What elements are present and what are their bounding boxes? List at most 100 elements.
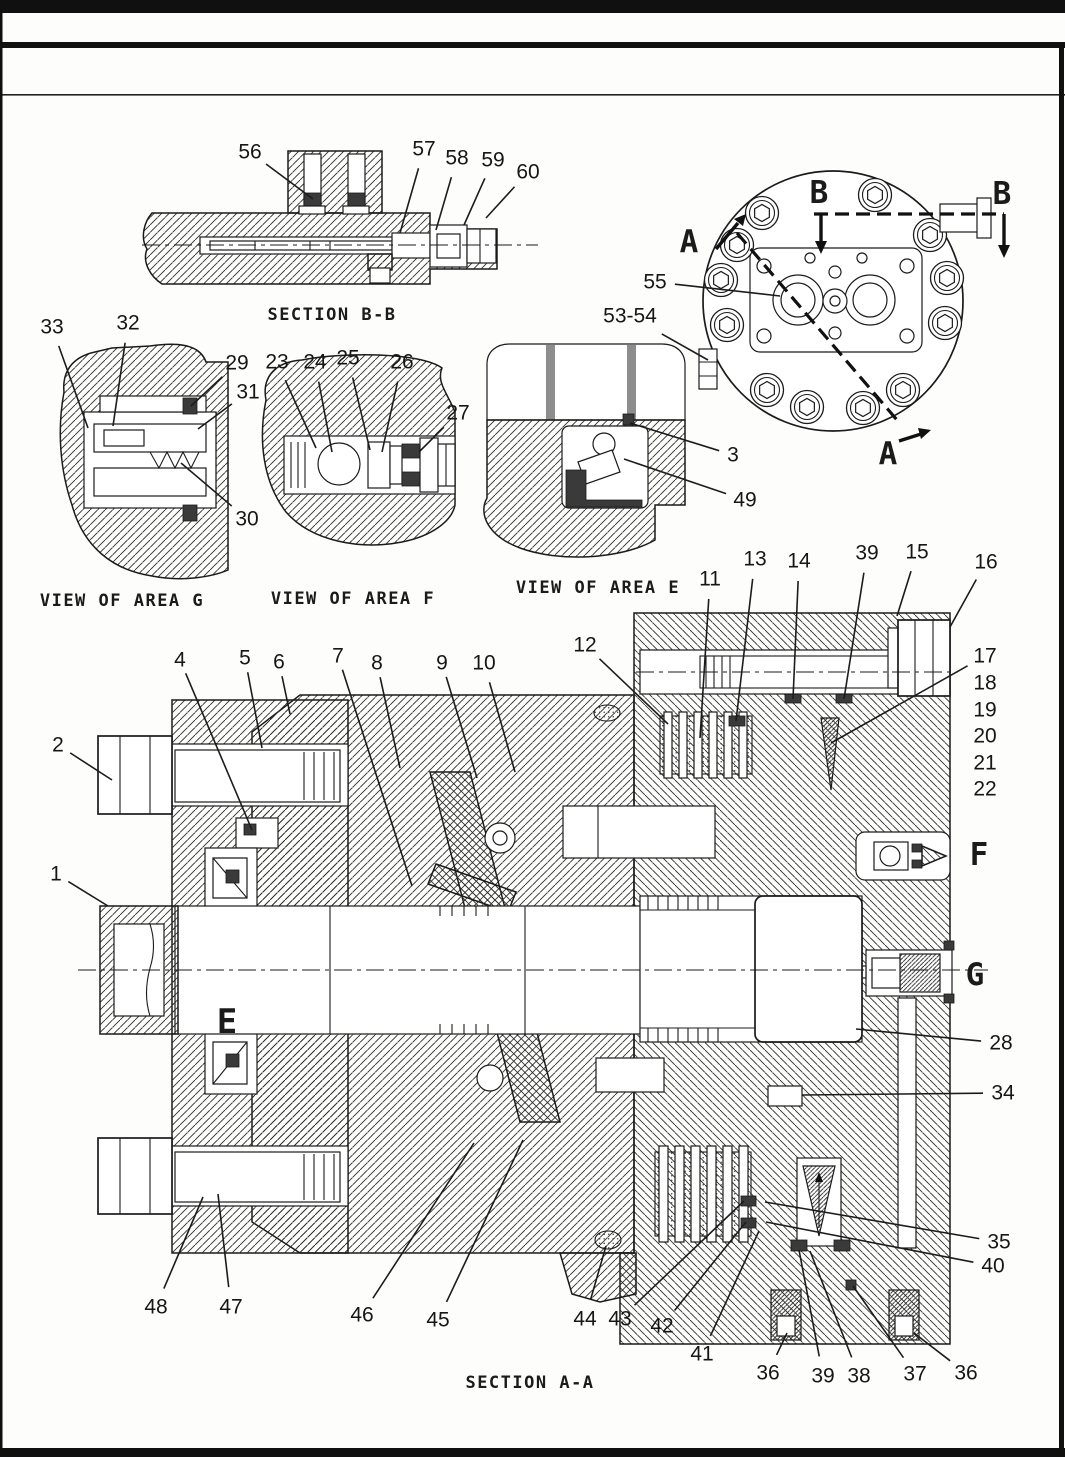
callout-53-54: 53-54 [603, 305, 657, 328]
leader-39 [843, 572, 865, 700]
leader-12 [598, 658, 669, 725]
callout-49: 49 [733, 489, 756, 512]
callout-5: 5 [239, 647, 251, 670]
callout-12: 12 [573, 634, 596, 657]
cover-bolt [749, 372, 785, 408]
section-bb-view [142, 150, 538, 285]
area-e-view [483, 343, 686, 558]
leader-35 [764, 1201, 980, 1240]
leader-36 [775, 1332, 788, 1356]
leader-11 [699, 598, 710, 739]
bolt2-shank [174, 749, 341, 803]
callout-17: 17 [973, 645, 996, 668]
callout-14: 14 [787, 550, 811, 573]
callout-59: 59 [481, 149, 504, 172]
letter-b-top: B [810, 175, 829, 211]
cylinder-bore-bottom [595, 1057, 665, 1093]
leader-55 [674, 283, 781, 297]
leader-42 [673, 1221, 747, 1311]
bb-lower-boss [367, 253, 393, 271]
plug-34 [767, 1085, 803, 1107]
callout-20: 20 [973, 725, 996, 748]
bb-plug-socket [436, 233, 461, 259]
cover-bolt [845, 390, 881, 426]
right-border [1059, 42, 1064, 1457]
header-rule-thick [0, 42, 1065, 48]
leader-9 [445, 676, 478, 779]
f-check-ball [317, 442, 361, 486]
bolt-ring [703, 177, 965, 426]
leader-40 [765, 1221, 974, 1263]
callout-60: 60 [516, 161, 539, 184]
callout-56: 56 [238, 141, 261, 164]
letter-e: E [217, 1002, 237, 1042]
leader-15 [896, 570, 912, 617]
callout-23: 23 [265, 351, 288, 374]
bolt47-shank [174, 1151, 341, 1203]
callout-40: 40 [981, 1255, 1004, 1278]
cover-bolt [744, 195, 780, 231]
callout-3: 3 [727, 444, 739, 467]
leader-49 [623, 458, 727, 495]
leader-7 [341, 669, 413, 887]
callout-6: 6 [273, 651, 285, 674]
e-seal [565, 469, 643, 508]
callout-39: 39 [855, 542, 878, 565]
e-flange-block [486, 343, 686, 421]
label-section-bb: SECTION B-B [267, 305, 396, 325]
bolt48-head [97, 1137, 173, 1215]
e-band-left [546, 345, 555, 420]
callout-4: 4 [174, 649, 186, 672]
g-spool-lower [93, 467, 207, 497]
leader-56 [265, 163, 314, 200]
leader-30 [180, 462, 233, 507]
leader-13 [735, 578, 754, 722]
callout-2: 2 [52, 734, 64, 757]
e-band-right [627, 345, 636, 420]
cover-bolt [709, 307, 745, 343]
leader-37 [852, 1285, 905, 1359]
cover-bolt [789, 389, 825, 425]
callout-26: 26 [390, 351, 413, 374]
callout-36: 36 [756, 1362, 779, 1385]
leader-45 [445, 1139, 524, 1303]
callout-25: 25 [336, 347, 359, 370]
cover-bolt [703, 262, 739, 298]
callout-21: 21 [973, 752, 996, 775]
callout-36: 36 [954, 1362, 977, 1385]
callout-11: 11 [699, 568, 721, 591]
leader-29 [190, 376, 223, 407]
g-seal-top [182, 397, 198, 415]
leader-28 [855, 1028, 982, 1042]
leader-6 [281, 676, 291, 715]
callout-46: 46 [350, 1304, 373, 1327]
callout-37: 37 [903, 1363, 926, 1386]
callout-10: 10 [472, 652, 495, 675]
callout-19: 19 [973, 699, 996, 722]
bb-seal-right [347, 192, 366, 207]
leader-33 [57, 345, 89, 429]
leader-8 [379, 676, 401, 769]
leader-46 [372, 1142, 475, 1299]
leader-14 [792, 580, 799, 700]
callout-43: 43 [608, 1308, 631, 1331]
leader-43 [633, 1200, 745, 1306]
callout-35: 35 [987, 1231, 1010, 1254]
leader-47 [217, 1193, 230, 1288]
plug-44 [594, 1230, 622, 1250]
seal-carrier [235, 817, 279, 849]
letter-a-bottom: A [879, 436, 898, 472]
leader-59 [463, 177, 486, 226]
callout-16: 16 [974, 551, 997, 574]
callout-55: 55 [643, 271, 666, 294]
leader-34 [801, 1092, 984, 1096]
f-fitting [419, 437, 439, 493]
callout-44: 44 [573, 1308, 597, 1331]
area-g-view [59, 343, 229, 580]
letter-f: F [970, 837, 989, 873]
cover-bolt [885, 372, 921, 408]
letter-a-top: A [680, 224, 699, 260]
left-border [0, 13, 3, 1457]
f-seal-lower [401, 471, 421, 487]
leader-36 [913, 1332, 951, 1362]
